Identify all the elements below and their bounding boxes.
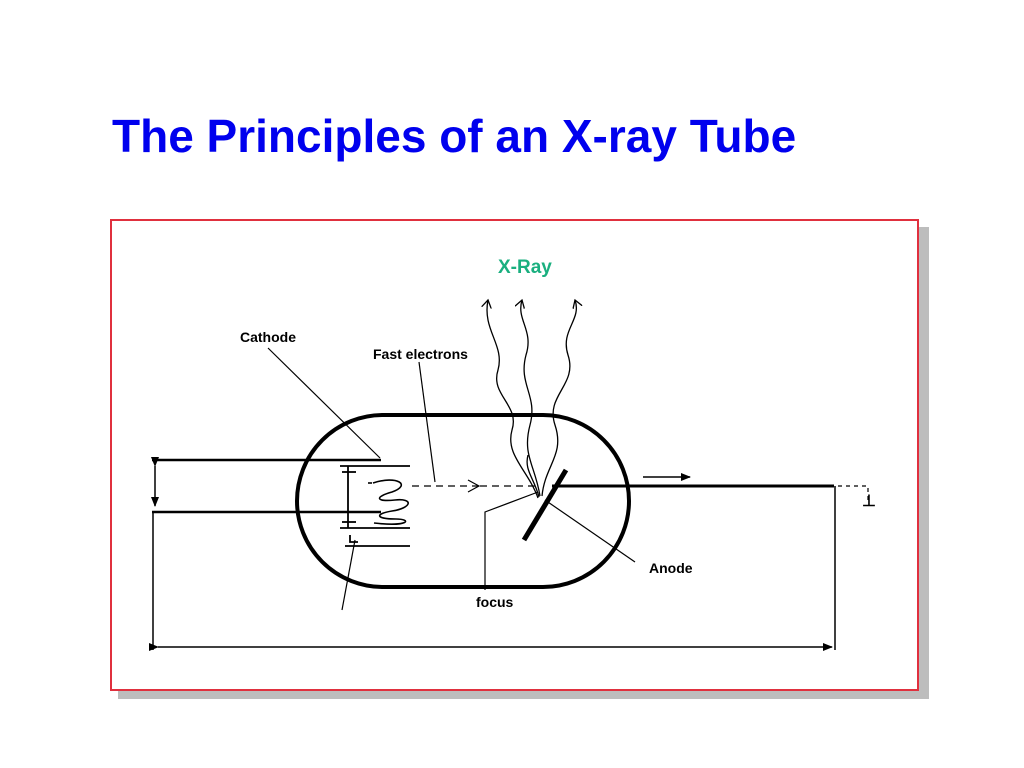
fast-electrons-label: Fast electrons (373, 346, 468, 362)
tube-envelope (295, 413, 631, 589)
anode-lead-dash (838, 485, 869, 500)
cathode-cup (340, 465, 410, 547)
cathode-support-leader (341, 539, 356, 611)
filament-coil (372, 479, 409, 525)
electron-beam-arrowhead (467, 479, 481, 493)
focus-label: focus (476, 594, 514, 610)
xray-waves (487, 300, 576, 499)
fast-electrons-leader (418, 361, 436, 483)
anode-label: Anode (649, 560, 693, 576)
cathode-label: Cathode (240, 329, 296, 345)
slide-title: The Principles of an X-ray Tube (112, 110, 797, 162)
xray-label: X-Ray (498, 257, 552, 278)
anode-leader (544, 499, 636, 563)
xray-wave-middle (521, 300, 541, 497)
xray-wave-right (541, 300, 576, 497)
cathode-leader (267, 347, 381, 459)
xray-wave-inner (526, 454, 540, 498)
focus-leader (484, 491, 539, 590)
anode-target (521, 468, 569, 542)
ground-symbol: ⊥ (862, 493, 876, 510)
xray-wave-left (487, 300, 539, 499)
